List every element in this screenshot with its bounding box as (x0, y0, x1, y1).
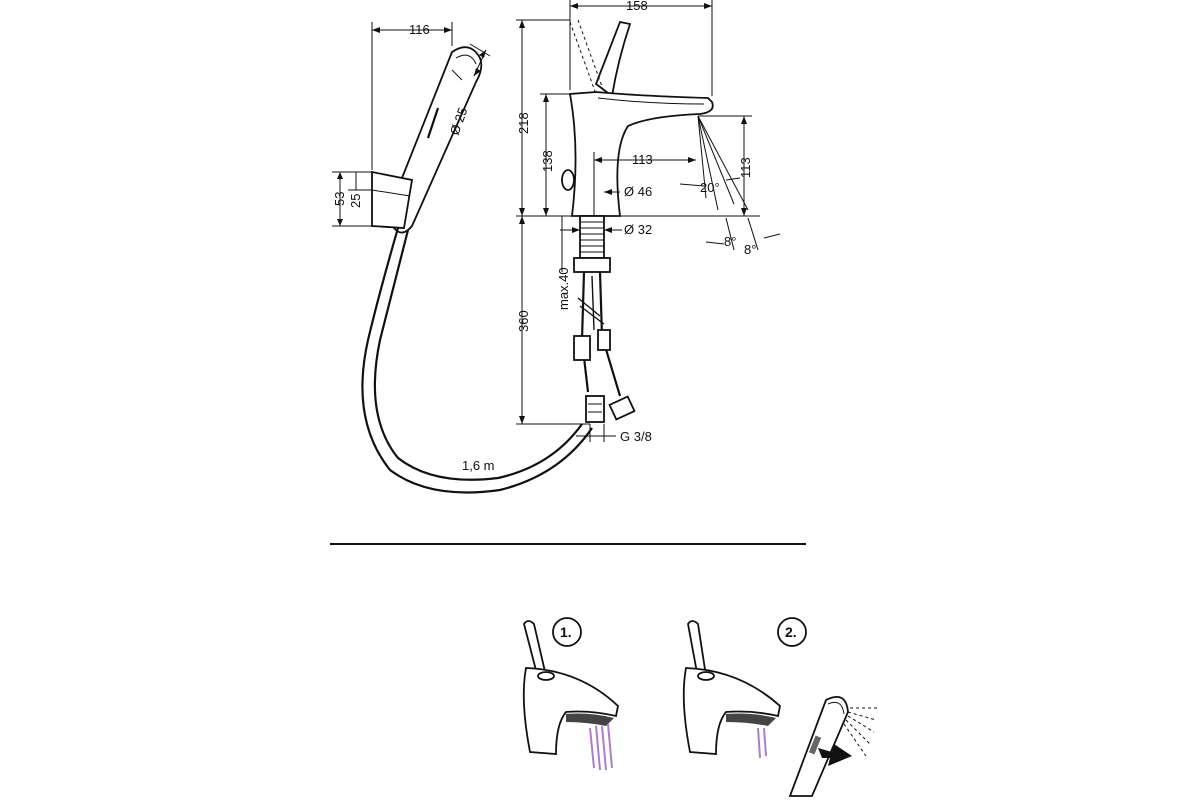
dim-hose-length: 1,6 m (462, 458, 495, 473)
step-2-label: 2. (785, 624, 797, 640)
dim-116: 116 (409, 22, 430, 37)
dim-113-height: 113 (738, 157, 753, 178)
step-1-label: 1. (560, 624, 572, 640)
dim-dia-32: Ø 32 (624, 222, 652, 237)
dim-8deg-left: 8° (724, 234, 736, 249)
arrow-icon (818, 744, 852, 766)
dim-20deg: 20° (700, 180, 720, 195)
hand-shower (361, 46, 593, 494)
dim-53: 53 (332, 192, 347, 206)
dim-g38: G 3/8 (620, 429, 652, 444)
faucet-dimensions: 158 218 138 113 113 20° 8 (516, 0, 781, 444)
dim-dia-46: Ø 46 (624, 184, 652, 199)
handshower-dimensions: 116 Ø 25 53 25 1,6 m (332, 22, 495, 473)
dim-max40: max.40 (556, 267, 571, 310)
step-2-illustration: 2. (682, 617, 878, 797)
dim-138: 138 (540, 150, 555, 172)
spray-icon (843, 707, 878, 757)
dim-25: 25 (348, 194, 363, 208)
faucet (561, 19, 714, 423)
dim-360: 360 (516, 310, 531, 332)
dim-113-reach: 113 (632, 152, 653, 167)
dim-158: 158 (626, 0, 648, 13)
dim-218: 218 (516, 112, 531, 134)
step-1-illustration: 1. (522, 617, 619, 771)
dim-8deg-right: 8° (744, 242, 756, 257)
